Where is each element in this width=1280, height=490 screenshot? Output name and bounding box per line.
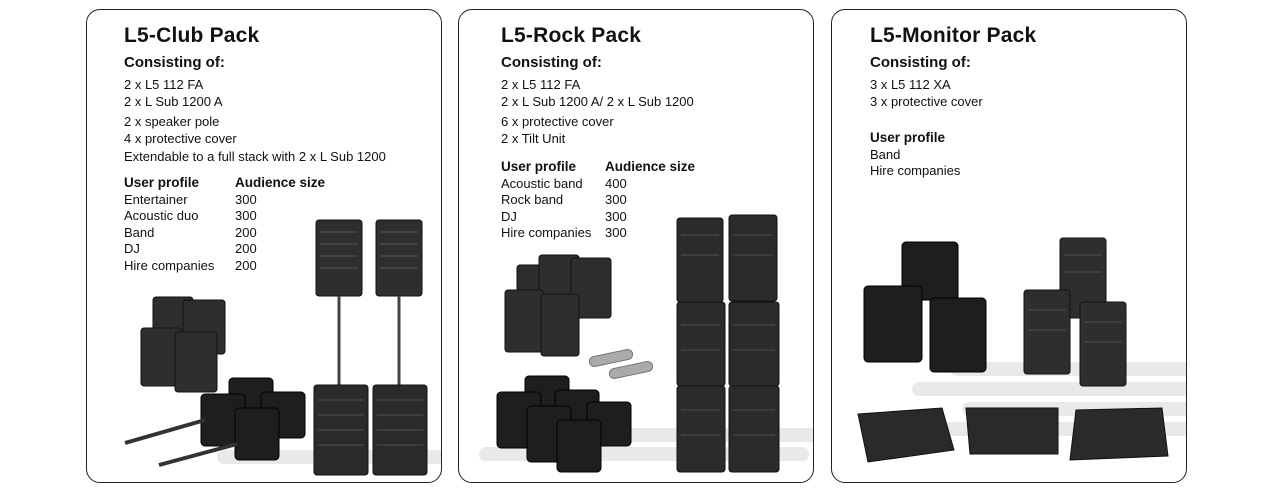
contents-item: 2 x L5 112 FA: [501, 77, 581, 92]
audience-size-header: Audience size: [235, 175, 326, 190]
contents-item: 2 x L Sub 1200 A: [124, 94, 223, 110]
audience-cell: 300: [605, 225, 627, 240]
protective-cover: [863, 241, 987, 373]
user-profile-header: User profile: [501, 159, 577, 174]
audience-cell: 200: [235, 241, 257, 256]
profile-cell: DJ: [124, 241, 140, 256]
tilt-unit: [588, 348, 654, 380]
profile-cell: Acoustic band: [501, 175, 583, 191]
profile-cell: Rock band: [501, 192, 564, 207]
contents-item: 2 x L5 112 FA: [124, 77, 204, 92]
audience-cell: 200: [235, 224, 257, 240]
panel-title: L5-Monitor Pack: [870, 24, 1037, 47]
pole-accessory: [124, 418, 238, 467]
audience-cell: 300: [235, 191, 257, 207]
profile-cell: Hire companies: [124, 257, 215, 273]
speaker-stack: [140, 296, 226, 393]
user-profile-header: User profile: [124, 175, 200, 190]
rock-pack-panel: L5-Rock Pack Consisting of: 2 x L5 112 F…: [458, 9, 814, 483]
contents-list: 3 x L5 112 XA 3 x protective cover: [870, 76, 983, 111]
contents-item: 2 x L Sub 1200 A/ 2 x L Sub 1200: [501, 94, 694, 110]
contents-item: 2 x Tilt Unit: [501, 131, 566, 147]
audience-cell: 200: [235, 257, 257, 273]
profile-list: User profile Band Hire companies: [870, 130, 960, 180]
audience-size-header: Audience size: [605, 159, 696, 174]
contents-list: 2 x L5 112 FA 2 x L Sub 1200 A/ 2 x L Su…: [501, 76, 694, 148]
rock-pack-product-image: [496, 214, 780, 473]
monitor-wedge: [857, 407, 1169, 463]
consisting-label: Consisting of:: [501, 54, 602, 71]
speaker-stack: [676, 214, 780, 473]
audience-table: User profile Acoustic band Rock band DJ …: [501, 159, 741, 244]
contents-item: Extendable to a full stack with 2 x L Su…: [124, 148, 386, 164]
monitor-pack-product-image: [857, 237, 1169, 463]
profile-cell: Hire companies: [501, 225, 592, 240]
monitor-pack-panel: L5-Monitor Pack Consisting of: 3 x L5 11…: [831, 9, 1187, 483]
top-speaker: [504, 254, 612, 357]
audience-cell: 300: [235, 208, 257, 223]
audience-table: User profile Entertainer Acoustic duo Ba…: [124, 175, 364, 275]
speaker-pole: [337, 296, 401, 385]
top-speaker: [315, 219, 423, 297]
consisting-label: Consisting of:: [124, 54, 225, 71]
audience-cell: 300: [605, 208, 627, 224]
profile-cell: Acoustic duo: [124, 208, 199, 223]
profile-cell: DJ: [501, 208, 517, 224]
profile-cell: Band: [124, 224, 155, 240]
protective-cover: [496, 375, 632, 473]
contents-item: 4 x protective cover: [124, 131, 237, 147]
club-pack-panel: L5-Club Pack Consisting of: 2 x L5 112 F…: [86, 9, 442, 483]
contents-item: 3 x L5 112 XA: [870, 77, 951, 92]
contents-item: 6 x protective cover: [501, 113, 614, 129]
profile-cell: Hire companies: [870, 163, 961, 178]
contents-item: 3 x protective cover: [870, 94, 983, 110]
audience-cell: 300: [605, 192, 627, 207]
contents-list: 2 x L5 112 FA 2 x L Sub 1200 A 2 x speak…: [124, 76, 386, 165]
contents-item: 2 x speaker pole: [124, 113, 220, 129]
audience-cell: 400: [605, 175, 627, 191]
panel-title: L5-Rock Pack: [501, 24, 642, 47]
top-speaker: [1023, 237, 1127, 387]
panel-title: L5-Club Pack: [124, 24, 260, 47]
user-profile-header: User profile: [870, 130, 946, 145]
protective-cover: [200, 377, 306, 461]
profile-cell: Entertainer: [124, 191, 188, 207]
consisting-label: Consisting of:: [870, 54, 971, 71]
club-pack-product-image: [124, 219, 428, 476]
profile-cell: Band: [870, 146, 901, 162]
